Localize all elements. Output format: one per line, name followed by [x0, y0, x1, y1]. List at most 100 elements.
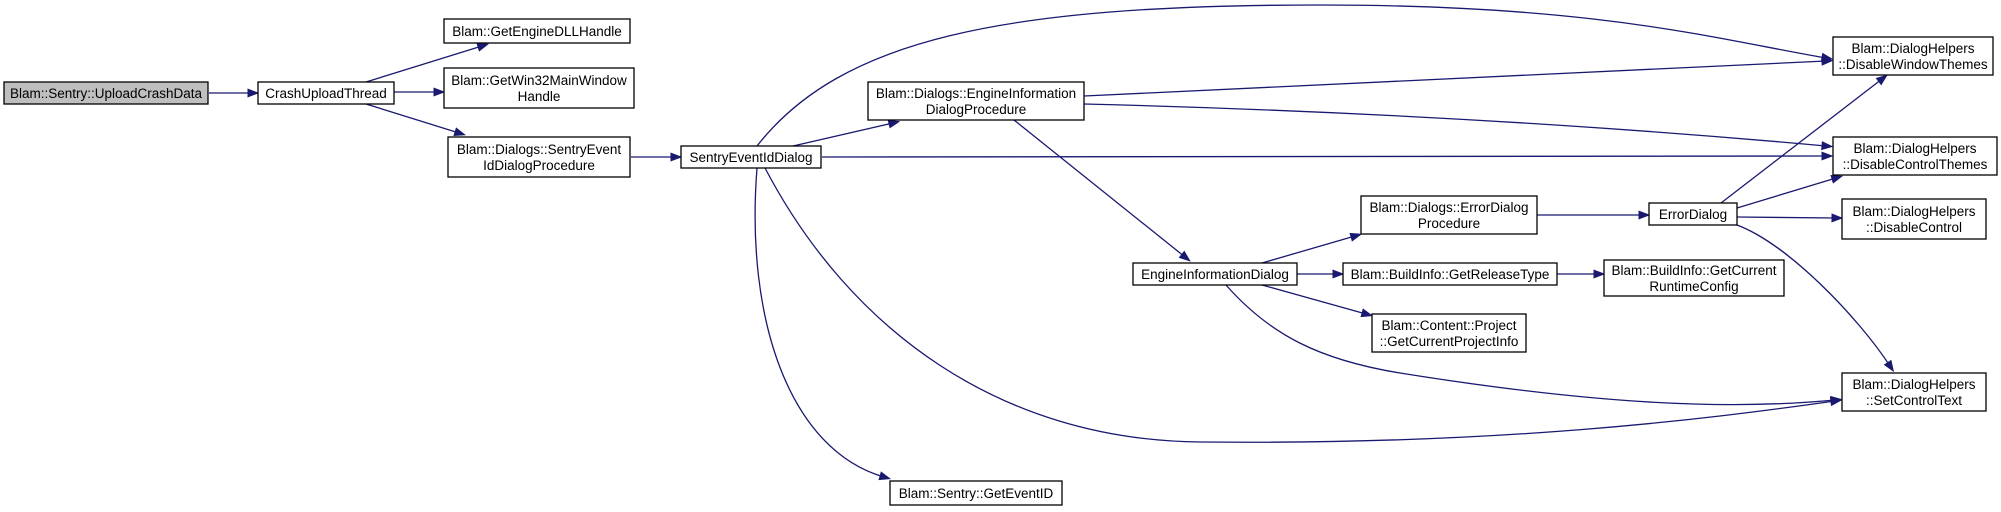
- node-settext[interactable]: Blam::DialogHelpers::SetControlText: [1841, 372, 1987, 412]
- node-box: [680, 145, 822, 169]
- node-upload[interactable]: Blam::Sentry::UploadCrashData: [3, 81, 209, 105]
- node-getevent[interactable]: Blam::Sentry::GetEventID: [889, 480, 1063, 506]
- node-box: [447, 136, 631, 178]
- node-label: ::DisableWindowThemes: [1838, 57, 1988, 72]
- node-box: [1603, 259, 1785, 297]
- node-errdlg[interactable]: ErrorDialog: [1648, 202, 1738, 226]
- node-winthemes[interactable]: Blam::DialogHelpers::DisableWindowThemes: [1832, 36, 1994, 76]
- edge-arrowhead: [1830, 395, 1843, 405]
- node-label: EngineInformationDialog: [1141, 267, 1289, 282]
- node-engproc[interactable]: Blam::Dialogs::EngineInformationDialogPr…: [867, 81, 1085, 121]
- edge-arrowhead: [1883, 359, 1895, 373]
- node-label: DialogProcedure: [926, 102, 1027, 117]
- edge-arrowhead: [1178, 250, 1191, 262]
- node-projinfo[interactable]: Blam::Content::Project::GetCurrentProjec…: [1371, 313, 1527, 353]
- node-label: Blam::DialogHelpers: [1851, 41, 1974, 56]
- node-box: [1342, 262, 1558, 286]
- edge-errdlg-to-ctlthemes: [1736, 174, 1844, 209]
- node-label: IdDialogProcedure: [483, 158, 595, 173]
- node-getdll[interactable]: Blam::GetEngineDLLHandle: [443, 18, 631, 44]
- edge-line: [821, 155, 1827, 158]
- node-label: Blam::BuildInfo::GetCurrent: [1611, 263, 1776, 278]
- node-label: ::DisableControlThemes: [1843, 157, 1988, 172]
- node-box: [1648, 202, 1738, 226]
- edge-arrowhead: [1831, 213, 1844, 223]
- edge-engdlg-to-errproc: [1261, 232, 1363, 264]
- node-box: [867, 81, 1085, 121]
- edge-arrowhead: [476, 43, 490, 52]
- node-box: [3, 81, 209, 105]
- edge-thread-to-getdll: [365, 43, 490, 83]
- edge-engproc-to-ctlthemes: [1083, 103, 1834, 151]
- edge-engproc-to-winthemes: [1083, 56, 1834, 97]
- node-disctl[interactable]: Blam::DialogHelpers::DisableControl: [1841, 198, 1987, 240]
- edge-line: [764, 167, 1836, 443]
- node-label: ::DisableControl: [1866, 220, 1962, 235]
- edge-line: [365, 45, 483, 83]
- node-label: CrashUploadThread: [265, 86, 387, 101]
- edge-line: [1736, 224, 1891, 367]
- edge-thread-to-sentryproc: [365, 103, 467, 136]
- edge-arrowhead: [1360, 308, 1374, 318]
- node-label: ErrorDialog: [1659, 207, 1727, 222]
- edge-line: [1083, 103, 1827, 147]
- node-sentryproc[interactable]: Blam::Dialogs::SentryEventIdDialogProced…: [447, 136, 631, 178]
- edge-line: [1261, 284, 1367, 315]
- edge-errproc-to-errdlg: [1537, 210, 1651, 220]
- node-thread[interactable]: CrashUploadThread: [257, 81, 395, 105]
- edge-thread-to-getwin: [394, 87, 446, 97]
- edge-upload-to-thread: [209, 88, 260, 98]
- edge-line: [1261, 235, 1356, 264]
- edge-arrowhead: [1875, 74, 1888, 86]
- edge-arrowhead: [247, 88, 260, 98]
- node-sentrydlg[interactable]: SentryEventIdDialog: [680, 145, 822, 169]
- node-box: [443, 18, 631, 44]
- node-label: RuntimeConfig: [1649, 279, 1738, 294]
- node-label: ::GetCurrentProjectInfo: [1380, 334, 1519, 349]
- edge-arrowhead: [1821, 141, 1834, 151]
- node-box: [1841, 372, 1987, 412]
- node-label: Procedure: [1418, 216, 1480, 231]
- edge-arrowhead: [887, 119, 901, 129]
- node-label: Blam::DialogHelpers: [1853, 141, 1976, 156]
- edge-errdlg-to-disctl: [1736, 213, 1844, 223]
- edge-line: [754, 167, 885, 478]
- node-box: [257, 81, 395, 105]
- edge-arrowhead: [1332, 269, 1345, 279]
- edge-arrowhead: [453, 127, 467, 136]
- edge-line: [1083, 60, 1827, 97]
- edge-sentrydlg-to-engproc: [792, 119, 901, 147]
- node-box: [1360, 195, 1538, 235]
- node-label: Blam::Sentry::GetEventID: [899, 486, 1054, 501]
- node-reltype[interactable]: Blam::BuildInfo::GetReleaseType: [1342, 262, 1558, 286]
- edge-engdlg-to-projinfo: [1261, 284, 1374, 318]
- edge-line: [1736, 177, 1837, 209]
- node-ctlthemes[interactable]: Blam::DialogHelpers::DisableControlTheme…: [1832, 136, 1998, 176]
- node-label: Blam::DialogHelpers: [1852, 204, 1975, 219]
- node-label: Blam::Dialogs::EngineInformation: [876, 86, 1076, 101]
- node-label: Blam::DialogHelpers: [1852, 377, 1975, 392]
- node-label: Blam::Content::Project: [1381, 318, 1516, 333]
- node-label: Blam::GetWin32MainWindow: [451, 73, 627, 88]
- edge-line: [365, 103, 460, 134]
- node-engdlg[interactable]: EngineInformationDialog: [1132, 262, 1298, 286]
- node-label: Blam::Sentry::UploadCrashData: [10, 86, 203, 101]
- node-label: Blam::Dialogs::SentryEvent: [457, 142, 622, 157]
- node-box: [1832, 36, 1994, 76]
- edge-line: [1720, 78, 1883, 204]
- edge-line: [1225, 284, 1836, 406]
- edge-arrowhead: [433, 87, 446, 97]
- edge-arrowhead: [1638, 210, 1651, 220]
- node-label: Blam::Dialogs::ErrorDialog: [1369, 200, 1528, 215]
- edge-arrowhead: [670, 152, 683, 162]
- edge-sentryproc-to-sentrydlg: [631, 152, 683, 162]
- node-box: [1371, 313, 1527, 353]
- node-box: [1832, 136, 1998, 176]
- edges-layer: [209, 4, 1895, 481]
- edge-engdlg-to-reltype: [1297, 269, 1345, 279]
- edge-reltype-to-runtime: [1557, 269, 1606, 279]
- edge-arrowhead: [878, 471, 892, 481]
